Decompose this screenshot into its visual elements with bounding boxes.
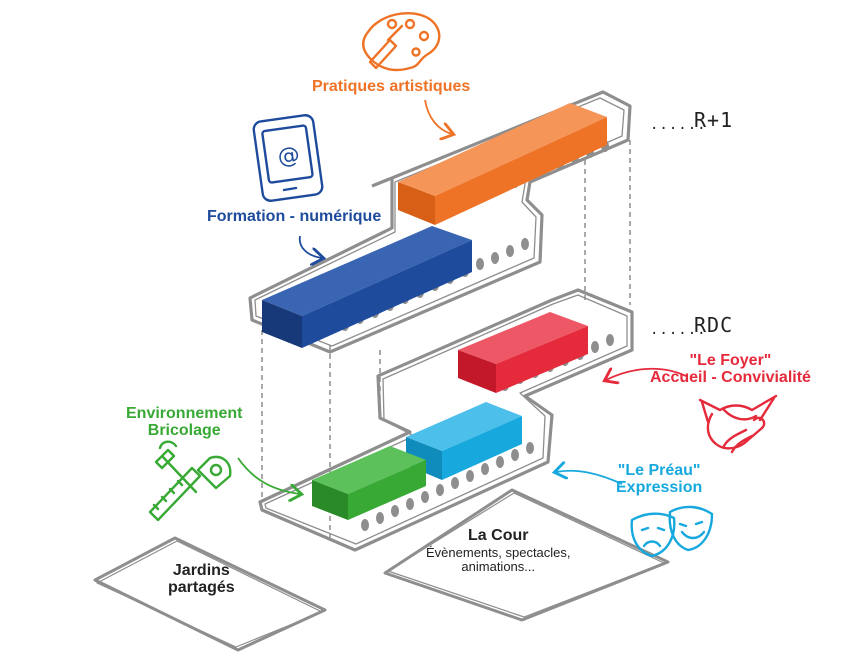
label-la-cour-sub2: animations... [461,559,536,575]
label-le-foyer: "Le Foyer" Accueil - Convivialité [650,352,811,387]
label-jardins-line1: Jardins [172,562,230,579]
label-le-preau: "Le Préau" Expression [616,462,702,497]
block-formation-numerique [262,226,472,348]
block-environnement [312,446,426,520]
label-jardins-line2: partagés [168,579,235,597]
label-le-foyer-line1: "Le Foyer" [689,352,772,369]
hammer-saw-icon [148,440,232,522]
label-formation-numerique: Formation - numérique [207,208,382,225]
label-le-preau-line2: Expression [616,479,703,497]
label-le-foyer-line2: Accueil - Convivialité [650,369,811,387]
block-le-foyer [458,312,588,393]
svg-text:@: @ [276,142,301,170]
handshake-icon [698,394,778,454]
arrow-environnement [237,457,300,494]
label-pratiques-artistiques: Pratiques artistiques [312,78,471,95]
arrow-formation [298,235,322,258]
label-le-preau-line1: "Le Préau" [617,462,701,479]
arrow-preau [556,471,623,485]
label-la-cour-sub1: Évènements, spectacles, [426,545,571,561]
label-la-cour: La Cour Évènements, spectacles, animatio… [426,527,571,574]
tablet-at-icon: @ [252,114,324,202]
palette-icon [362,11,441,72]
cour-plate [383,488,670,622]
jardins-plate [93,536,327,652]
block-le-preau [406,402,522,480]
label-environnement: Environnement Bricolage [126,405,242,440]
level-dots-ground: ...... [650,322,707,338]
theater-masks-icon [630,505,714,558]
arrow-pratiques [424,99,452,134]
block-pratiques-artistiques [398,103,607,225]
label-environnement-line1: Environnement [126,405,243,422]
arrow-foyer [606,369,687,380]
label-jardins: Jardins partagés [168,562,235,597]
ground-floor-slab [258,288,634,552]
label-environnement-line2: Bricolage [147,422,221,440]
level-label-upper: R+1 [694,108,734,132]
level-label-ground: RDC [694,313,734,337]
label-la-cour-title: La Cour [468,527,529,544]
level-dots-upper: ...... [650,117,707,133]
